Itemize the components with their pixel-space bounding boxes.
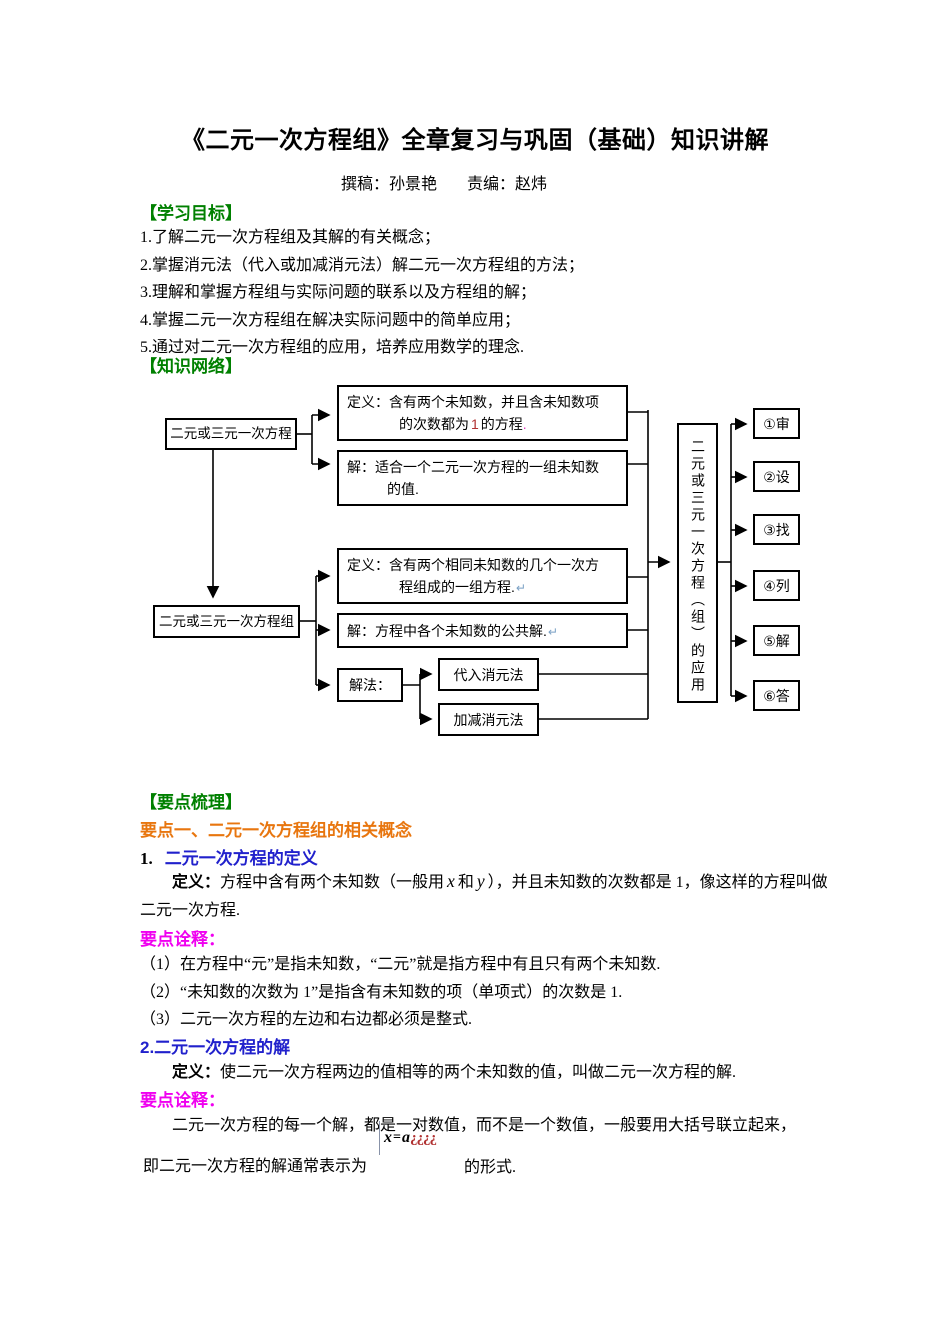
annotation-list-1: （1）在方程中“元”是指未知数，“二元”就是指方程中有且只有两个未知数. （2）… bbox=[140, 951, 840, 1034]
formula-intro-text: 即二元一次方程的解通常表示为 bbox=[143, 1158, 368, 1175]
formula-outro-text: 的形式. bbox=[464, 1159, 517, 1176]
objective-item: 1.了解二元一次方程组及其解的有关概念； bbox=[140, 229, 441, 246]
annotation-item: （1）在方程中“元”是指未知数，“二元”就是指方程中有且只有两个未知数. bbox=[140, 956, 661, 973]
annotation-item: （3）二元一次方程的左边和右边都必须是整式. bbox=[140, 1011, 473, 1028]
formula-placeholder-marks: ¿¿¿¿ bbox=[409, 1129, 437, 1146]
flow-node-system-solution: 解：方程中各个未知数的公共解.↵ bbox=[337, 613, 628, 648]
flow-node-equation-solution: 解：适合一个二元一次方程的一组未知数 的值. bbox=[337, 450, 628, 506]
paragraph-return-mark: ↵ bbox=[547, 625, 558, 639]
flow-step-1: ①审 bbox=[753, 408, 800, 439]
annotation-paragraph-2: 二元一次方程的每一个解，都是一对数值，而不是一个数值，一般要用大括号联立起来， bbox=[172, 1117, 797, 1134]
flow-step-4: ④列 bbox=[753, 570, 800, 601]
flow-step-5: ⑤解 bbox=[753, 625, 800, 656]
definition-label: 定义： bbox=[172, 1064, 221, 1081]
flow-node-method-elimination: 加减消元法 bbox=[438, 703, 539, 736]
flow-step-2: ②设 bbox=[753, 461, 800, 492]
flow-node-application: 二元或三元一次方程（组）的应用 bbox=[677, 423, 718, 703]
byline: 撰稿：孙景艳 责编：赵炜 bbox=[341, 170, 547, 194]
objectives-list: 1.了解二元一次方程组及其解的有关概念； 2.掌握消元法（代入或加减消元法）解二… bbox=[140, 224, 840, 362]
paragraph-return-mark: ↵ bbox=[515, 581, 526, 595]
flow-node-method-substitution: 代入消元法 bbox=[438, 658, 539, 691]
objective-item: 2.掌握消元法（代入或加减消元法）解二元一次方程组的方法； bbox=[140, 256, 585, 274]
inline-formula: x = a ¿¿¿¿ bbox=[379, 1120, 437, 1156]
math-var-y: y bbox=[476, 871, 485, 891]
math-var-x: x bbox=[447, 871, 455, 891]
objective-item: 4.掌握二元一次方程组在解决实际问题中的简单应用； bbox=[140, 311, 521, 329]
objective-item: 5.通过对二元一次方程组的应用，培养应用数学的理念. bbox=[140, 339, 525, 356]
subheading-solution: 2.二元一次方程的解 bbox=[140, 1038, 291, 1057]
flow-node-methods-label: 解法： bbox=[337, 668, 403, 702]
brace-bar bbox=[379, 1121, 380, 1155]
flow-step-6: ⑥答 bbox=[753, 680, 800, 711]
highlight-one: 1 bbox=[471, 416, 479, 432]
topic-one-heading: 要点一、二元一次方程组的相关概念 bbox=[140, 821, 412, 840]
document-title: 《二元一次方程组》全章复习与巩固（基础）知识讲解 bbox=[181, 128, 769, 154]
annotation-item: （2）“未知数的次数为 1”是指含有未知数的项（单项式）的次数是 1. bbox=[140, 983, 623, 1001]
byline-editor: 责编：赵炜 bbox=[467, 176, 548, 193]
byline-author: 撰稿：孙景艳 bbox=[341, 176, 438, 193]
formula-equals: = bbox=[393, 1130, 401, 1145]
definition-paragraph-2: 定义：使二元一次方程两边的值相等的两个未知数的值，叫做二元一次方程的解. bbox=[172, 1064, 737, 1081]
formula-x: x bbox=[384, 1129, 392, 1146]
annotation-heading-2: 要点诠释： bbox=[140, 1091, 225, 1110]
section-heading-network: 【知识网络】 bbox=[140, 357, 242, 376]
subheading-definition: 1.二元一次方程的定义 bbox=[140, 849, 318, 868]
objective-item: 3.理解和掌握方程组与实际问题的联系以及方程组的解； bbox=[140, 284, 537, 301]
flow-step-3: ③找 bbox=[753, 514, 800, 545]
section-heading-objectives: 【学习目标】 bbox=[140, 204, 242, 223]
annotation-heading-1: 要点诠释： bbox=[140, 930, 225, 949]
flow-node-equation: 二元或三元一次方程 bbox=[165, 418, 297, 450]
subheading-number: 1. bbox=[140, 849, 153, 868]
formula-a: a bbox=[401, 1129, 410, 1146]
section-heading-keypoints: 【要点梳理】 bbox=[140, 793, 242, 812]
definition-label: 定义： bbox=[172, 874, 221, 891]
flow-node-system: 二元或三元一次方程组 bbox=[153, 605, 300, 638]
flow-node-system-definition: 定义：含有两个相同未知数的几个一次方 程组成的一组方程.↵ bbox=[337, 548, 628, 604]
